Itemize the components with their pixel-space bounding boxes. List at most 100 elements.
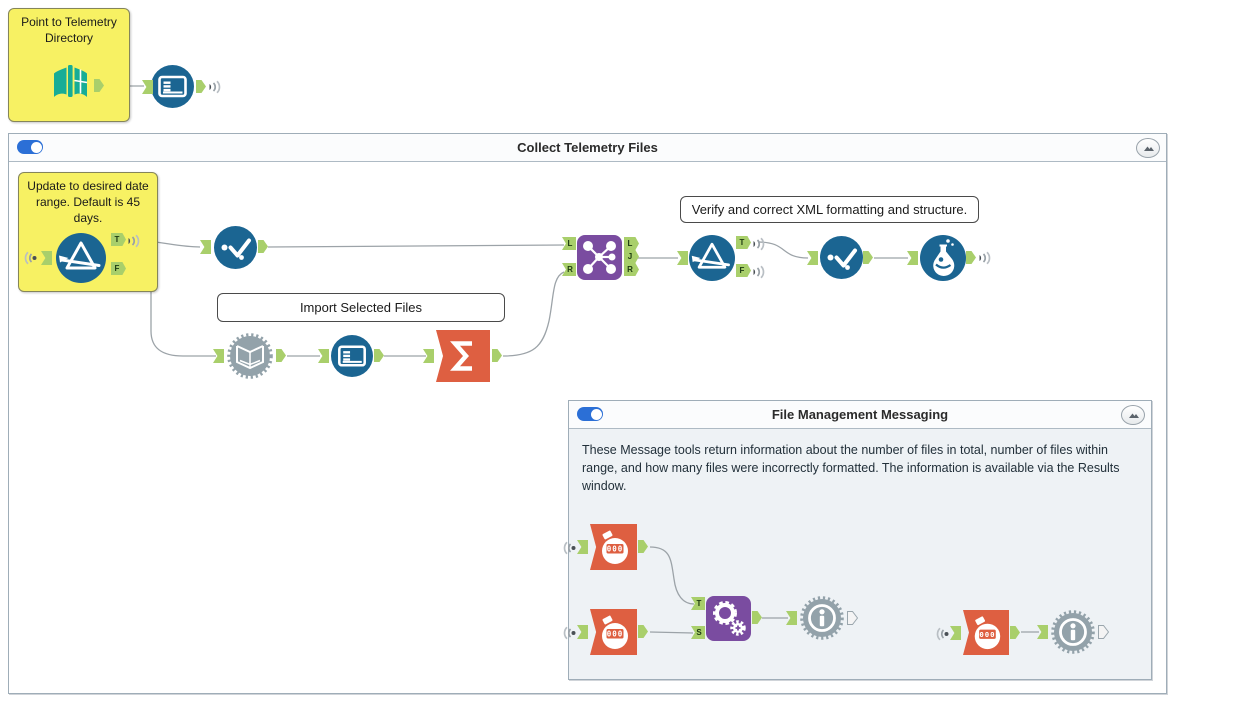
wireless-in-icon — [934, 626, 949, 642]
folder-browse-tool-1[interactable] — [151, 65, 194, 108]
output-anchor-true[interactable]: T — [111, 233, 126, 246]
message-info-tool-1[interactable] — [799, 595, 845, 641]
output-anchor[interactable] — [752, 611, 762, 624]
funnel-icon — [691, 242, 730, 269]
comment-point-to-telemetry[interactable]: Point to Telemetry Directory — [8, 8, 130, 122]
svg-text:000: 000 — [607, 545, 624, 554]
info-gear-icon — [800, 596, 844, 640]
wireless-out-icon — [978, 250, 993, 266]
toggle-knob — [30, 141, 42, 153]
output-anchor[interactable] — [258, 240, 268, 253]
append-fields-tool[interactable] — [706, 596, 751, 641]
anchor-label: S — [696, 628, 702, 637]
unique-tool-2[interactable] — [820, 236, 863, 279]
toggle-knob — [590, 408, 602, 420]
wireless-out-icon — [127, 233, 142, 249]
output-anchor[interactable] — [196, 80, 206, 93]
comment-text: Import Selected Files — [299, 300, 423, 315]
anchor-label: T — [739, 238, 745, 247]
output-anchor-right[interactable]: R — [624, 263, 639, 276]
input-anchor[interactable] — [907, 251, 918, 265]
input-anchor[interactable] — [423, 349, 434, 363]
unique-tool-1[interactable] — [214, 226, 257, 269]
count-records-tool-1[interactable]: 000 — [590, 524, 637, 570]
wireless-in-icon — [561, 540, 576, 556]
counter-icon: 000 — [602, 530, 628, 564]
svg-text:000: 000 — [979, 630, 995, 639]
input-anchor[interactable] — [41, 251, 52, 265]
comment-verify-xml[interactable]: Verify and correct XML formatting and st… — [680, 196, 979, 223]
wireless-out-icon — [752, 236, 767, 252]
output-anchor[interactable] — [863, 251, 873, 264]
comment-text: Update to desired date range. Default is… — [27, 179, 149, 226]
chevron-up-icon — [1129, 413, 1139, 418]
anchor-label: L — [567, 239, 573, 248]
output-anchor[interactable] — [276, 349, 286, 362]
container-enable-toggle[interactable] — [17, 140, 43, 154]
dynamic-input-macro-tool[interactable] — [226, 332, 274, 380]
output-anchor[interactable] — [966, 251, 976, 264]
output-anchor-left[interactable]: L — [624, 237, 639, 250]
gear-book-icon — [227, 333, 273, 379]
input-anchor[interactable] — [786, 611, 797, 625]
collapse-button[interactable] — [1121, 405, 1145, 425]
test-tool[interactable] — [920, 235, 966, 281]
counter-icon: 000 — [602, 615, 628, 649]
checkmark-dots-icon — [221, 238, 251, 260]
chevron-up-icon — [1144, 146, 1154, 151]
summarize-tool[interactable] — [436, 330, 490, 382]
input-anchor-source[interactable]: S — [691, 626, 705, 639]
xml-filter-tool[interactable] — [689, 235, 735, 281]
checkmark-dots-icon — [827, 248, 857, 270]
wireless-out-icon — [208, 79, 223, 95]
gears-plus-icon — [713, 601, 746, 636]
input-anchor[interactable] — [1037, 625, 1048, 639]
funnel-icon — [59, 241, 101, 270]
date-filter-tool[interactable] — [56, 233, 106, 283]
count-records-tool-3[interactable]: 000 — [963, 610, 1009, 655]
output-anchor-join[interactable]: J — [624, 250, 639, 263]
input-anchor-target[interactable]: T — [691, 597, 705, 610]
folder-browse-tool-2[interactable] — [331, 335, 373, 377]
container-title: File Management Messaging — [771, 407, 949, 422]
output-anchor[interactable] — [1010, 626, 1020, 639]
input-anchor[interactable] — [213, 349, 224, 363]
input-anchor-left[interactable]: L — [562, 237, 576, 250]
input-anchor[interactable] — [807, 251, 818, 265]
wireless-in-icon — [561, 625, 576, 641]
container-header: File Management Messaging — [569, 401, 1151, 429]
anchor-label: F — [114, 264, 120, 273]
message-info-tool-2[interactable] — [1050, 609, 1096, 655]
container-header: Collect Telemetry Files — [9, 134, 1166, 162]
comment-import-selected-files[interactable]: Import Selected Files — [217, 293, 505, 322]
join-tool[interactable] — [577, 235, 622, 280]
anchor-label: J — [627, 252, 633, 261]
input-anchor-right[interactable]: R — [562, 263, 576, 276]
output-anchor-true[interactable]: T — [736, 236, 751, 249]
input-anchor[interactable] — [950, 626, 961, 640]
input-anchor[interactable] — [577, 540, 588, 554]
container-enable-toggle[interactable] — [577, 407, 603, 421]
input-anchor[interactable] — [577, 625, 588, 639]
output-anchor[interactable] — [94, 79, 104, 92]
output-anchor-false[interactable]: F — [736, 264, 751, 277]
output-anchor[interactable] — [374, 349, 384, 362]
window-folder-icon — [158, 75, 187, 98]
input-anchor[interactable] — [677, 251, 688, 265]
count-records-tool-2[interactable]: 000 — [590, 609, 637, 655]
output-anchor[interactable] — [492, 349, 502, 362]
directory-tool[interactable] — [49, 61, 91, 105]
join-network-icon — [583, 241, 616, 274]
output-anchor-false[interactable]: F — [111, 262, 126, 275]
collapse-button[interactable] — [1136, 138, 1160, 158]
output-anchor-optional[interactable] — [1098, 625, 1110, 639]
input-anchor[interactable] — [142, 80, 153, 94]
output-anchor[interactable] — [638, 625, 648, 638]
anchor-label: R — [627, 265, 633, 274]
output-anchor-optional[interactable] — [847, 611, 859, 625]
counter-icon: 000 — [974, 616, 1001, 650]
input-anchor[interactable] — [318, 349, 329, 363]
anchor-label: T — [114, 235, 120, 244]
output-anchor[interactable] — [638, 540, 648, 553]
